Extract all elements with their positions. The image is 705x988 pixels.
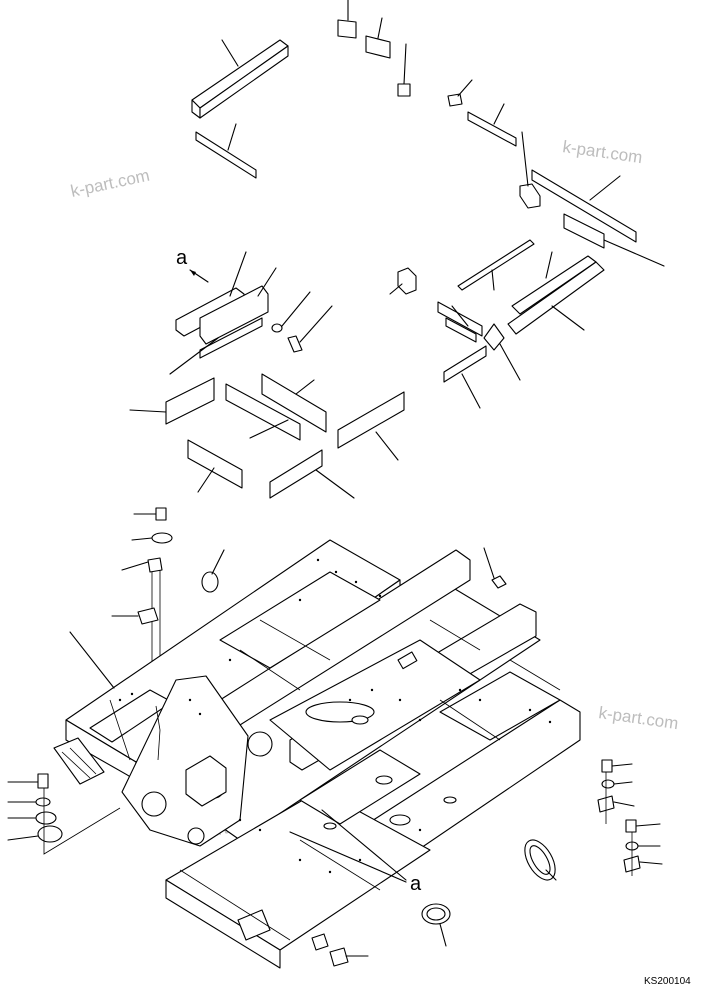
pad-row-left-2 [225,383,301,441]
bolt-top-left [133,507,167,521]
right-long-channel [531,169,665,267]
cap-lower-left-1 [7,811,57,825]
callout-a-upper: a [176,247,188,269]
figure-code: KS200104 [644,976,691,987]
top-left-channel-cover [191,39,289,119]
bracket-pad [519,131,541,209]
bolt-mid [287,305,333,353]
pad-row-left-1 [129,377,215,425]
plug-lower-1 [311,933,329,951]
washer [271,291,311,333]
leader-left-rail [69,631,115,689]
pad-row-left-3 [261,373,327,433]
small-pad-2 [365,17,391,59]
washer-lower-left [7,797,51,807]
pad-top-left [111,607,159,625]
pad-lower-left-2 [269,449,355,499]
cap-lower-left-2 [7,825,63,843]
pad-row-right [337,391,405,461]
bolt-right-1 [601,759,633,773]
callout-a-lower: a [410,873,422,895]
top-right-strip-pad [467,103,517,147]
clip-right-1 [597,795,635,813]
small-pad-1 [337,0,357,39]
washer-top-left [131,532,173,544]
diamond-plate [483,323,521,381]
pad-lower-left-1 [187,439,243,493]
clip-right-2 [623,855,663,873]
mid-left-bracket [169,251,277,375]
top-left-strip-pad [195,123,257,179]
mid-right-lower-channel [443,345,487,409]
plug-lower-2 [329,947,369,967]
main-frame [53,539,581,969]
mid-right-channel [437,301,483,343]
bolt-lower-left [7,773,49,789]
clip-mid-right [483,547,507,589]
oval-grommet [524,839,557,881]
bolt-right-2 [625,819,661,833]
mid-right-bracket [389,267,417,295]
bracket-lower-left-leader [43,788,121,855]
watermark-mid-right: k-part.com [597,703,679,733]
washer-right-2 [625,841,661,851]
mid-right-rods [457,239,605,335]
watermark-top-right: k-part.com [561,137,643,167]
washer-right-1 [601,779,633,789]
watermark-top-left: k-part.com [69,166,151,201]
round-cap-large [421,903,451,947]
small-pad-3 [397,43,411,97]
small-pad-4 [447,79,473,107]
cap-mid-top [201,549,225,593]
